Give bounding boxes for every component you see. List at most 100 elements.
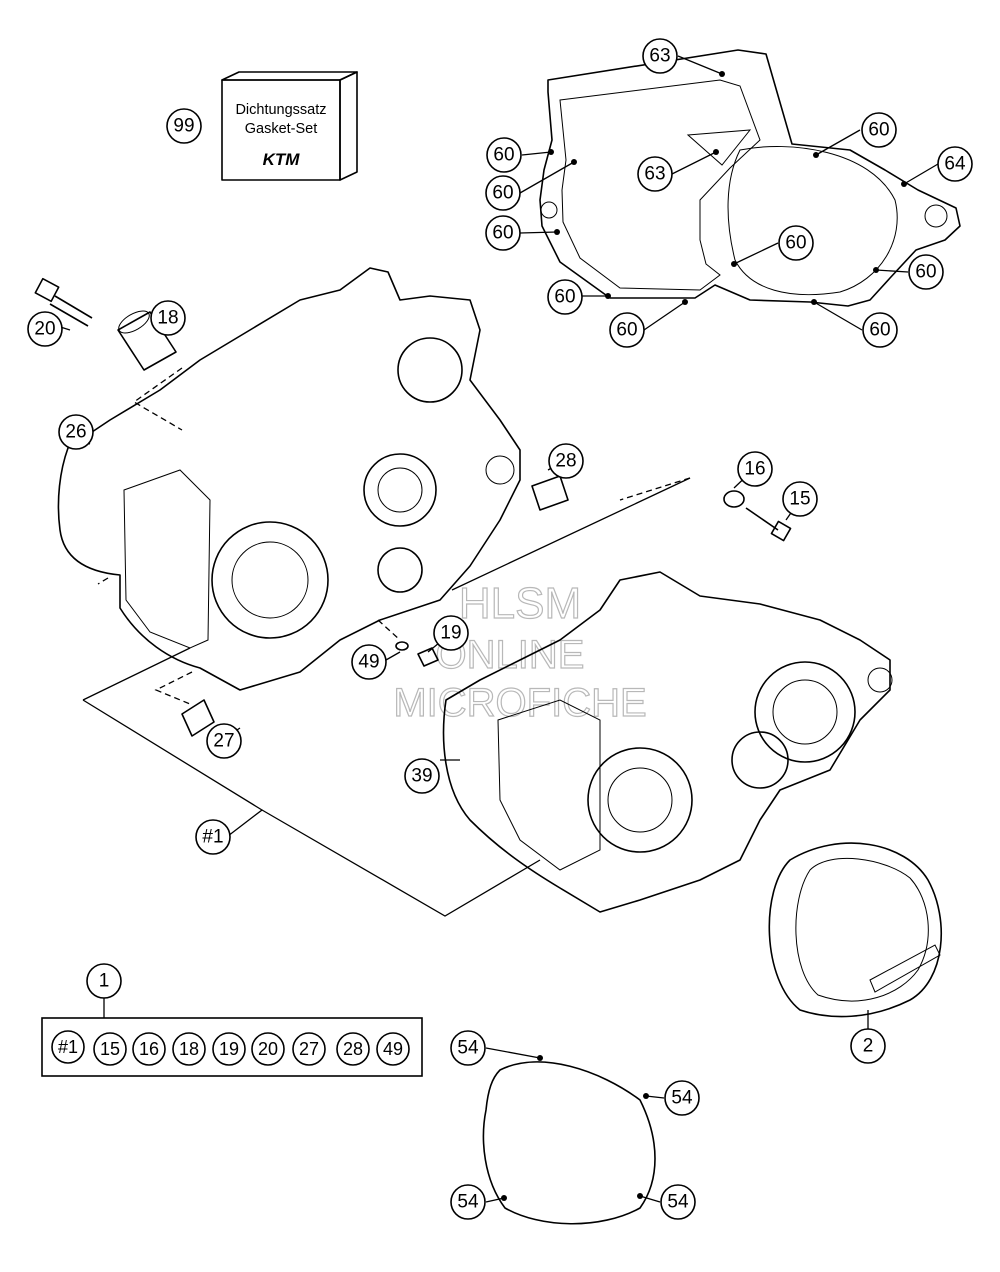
clutch-cover-gasket-drawing bbox=[539, 49, 961, 307]
svg-text:1: 1 bbox=[99, 971, 110, 992]
svg-text:#1: #1 bbox=[58, 1037, 78, 1057]
callout-54-a[interactable]: 54 bbox=[450, 1030, 486, 1066]
svg-text:54: 54 bbox=[457, 1192, 479, 1213]
callout-19[interactable]: 19 bbox=[433, 615, 469, 651]
ignition-cover-drawing bbox=[768, 842, 943, 1018]
callout-99[interactable]: 99 bbox=[166, 108, 202, 144]
callout-26[interactable]: 26 bbox=[58, 414, 94, 450]
svg-text:2: 2 bbox=[863, 1036, 874, 1057]
svg-text:54: 54 bbox=[667, 1192, 689, 1213]
callout-assembly[interactable]: #1 bbox=[195, 819, 231, 855]
svg-text:60: 60 bbox=[493, 145, 514, 166]
watermark-line-3: MICROFICHE bbox=[393, 681, 646, 725]
gasket-set-box-icon: Dichtungssatz Gasket-Set KTM bbox=[221, 71, 358, 181]
washer-16-icon bbox=[723, 490, 745, 508]
svg-text:54: 54 bbox=[671, 1088, 693, 1109]
svg-text:27: 27 bbox=[213, 731, 234, 752]
svg-text:60: 60 bbox=[785, 233, 806, 254]
kit-item-49[interactable]: 49 bbox=[376, 1032, 410, 1066]
svg-text:15: 15 bbox=[789, 489, 810, 510]
kit-item-20[interactable]: 20 bbox=[251, 1032, 285, 1066]
ktm-logo: KTM bbox=[263, 150, 301, 169]
svg-text:60: 60 bbox=[554, 287, 575, 308]
callout-1[interactable]: 1 bbox=[86, 963, 122, 999]
kit-item-19[interactable]: 19 bbox=[212, 1032, 246, 1066]
callout-16[interactable]: 16 bbox=[737, 451, 773, 487]
svg-text:60: 60 bbox=[492, 183, 513, 204]
callout-2[interactable]: 2 bbox=[850, 1028, 886, 1064]
gasket-set-label-de: Dichtungssatz bbox=[235, 102, 326, 118]
svg-text:28: 28 bbox=[555, 451, 576, 472]
callout-18[interactable]: 18 bbox=[150, 300, 186, 336]
crankcase-right-drawing bbox=[442, 571, 893, 913]
svg-text:16: 16 bbox=[139, 1039, 159, 1059]
svg-text:#1: #1 bbox=[202, 827, 223, 848]
kit-item-27[interactable]: 27 bbox=[292, 1032, 326, 1066]
kit-contents-box: #1 15 16 18 19 20 27 28 49 bbox=[41, 1017, 423, 1077]
callout-60-b[interactable]: 60 bbox=[485, 175, 521, 211]
callout-27[interactable]: 27 bbox=[206, 723, 242, 759]
svg-text:20: 20 bbox=[34, 319, 55, 340]
callout-54-b[interactable]: 54 bbox=[664, 1080, 700, 1116]
pin-19-49-icon bbox=[395, 641, 439, 667]
callout-60-i[interactable]: 60 bbox=[862, 312, 898, 348]
kit-item-15[interactable]: 15 bbox=[93, 1032, 127, 1066]
small-parts bbox=[34, 277, 792, 737]
svg-text:20: 20 bbox=[258, 1039, 278, 1059]
svg-text:26: 26 bbox=[65, 422, 86, 443]
svg-text:19: 19 bbox=[440, 623, 461, 644]
svg-text:60: 60 bbox=[869, 320, 890, 341]
svg-text:60: 60 bbox=[616, 320, 637, 341]
svg-text:15: 15 bbox=[100, 1039, 120, 1059]
svg-text:64: 64 bbox=[944, 154, 966, 175]
screw-15-icon bbox=[745, 507, 792, 542]
watermark-line-1: HLSM bbox=[459, 579, 581, 628]
callout-20[interactable]: 20 bbox=[27, 311, 63, 347]
callout-64[interactable]: 64 bbox=[937, 146, 973, 182]
svg-text:63: 63 bbox=[644, 164, 665, 185]
kit-item-28[interactable]: 28 bbox=[336, 1032, 370, 1066]
callout-63-inner[interactable]: 63 bbox=[637, 156, 673, 192]
ignition-cover-gasket-drawing bbox=[482, 1061, 656, 1225]
callout-15[interactable]: 15 bbox=[782, 481, 818, 517]
callout-60-d[interactable]: 60 bbox=[547, 279, 583, 315]
callout-28[interactable]: 28 bbox=[548, 443, 584, 479]
leader-dots bbox=[501, 71, 907, 1201]
kit-item-18[interactable]: 18 bbox=[172, 1032, 206, 1066]
callouts: 99 20 18 26 28 16 15 19 49 27 39 #1 1 2 … bbox=[27, 38, 973, 1220]
svg-text:39: 39 bbox=[411, 766, 432, 787]
callout-54-c[interactable]: 54 bbox=[450, 1184, 486, 1220]
svg-text:49: 49 bbox=[383, 1039, 403, 1059]
callout-49[interactable]: 49 bbox=[351, 644, 387, 680]
svg-text:18: 18 bbox=[179, 1039, 199, 1059]
callout-39[interactable]: 39 bbox=[404, 758, 440, 794]
callout-54-d[interactable]: 54 bbox=[660, 1184, 696, 1220]
svg-text:28: 28 bbox=[343, 1039, 363, 1059]
callout-60-g[interactable]: 60 bbox=[778, 225, 814, 261]
svg-text:60: 60 bbox=[915, 262, 936, 283]
svg-text:63: 63 bbox=[649, 46, 670, 67]
screw-icon bbox=[34, 277, 93, 327]
svg-text:54: 54 bbox=[457, 1038, 479, 1059]
callout-60-h[interactable]: 60 bbox=[908, 254, 944, 290]
kit-item-assembly[interactable]: #1 bbox=[51, 1030, 85, 1064]
dowel-sleeve-28-icon bbox=[531, 475, 569, 511]
svg-text:60: 60 bbox=[492, 223, 513, 244]
svg-text:49: 49 bbox=[358, 652, 379, 673]
svg-text:60: 60 bbox=[868, 120, 889, 141]
gasket-set-label-en: Gasket-Set bbox=[245, 121, 318, 137]
watermark: HLSM ONLINE MICROFICHE bbox=[393, 578, 648, 725]
dowel-sleeve-27-icon bbox=[181, 699, 215, 737]
kit-item-16[interactable]: 16 bbox=[132, 1032, 166, 1066]
callout-60-f[interactable]: 60 bbox=[861, 112, 897, 148]
crankcase-left-drawing bbox=[57, 267, 521, 691]
callout-63-top[interactable]: 63 bbox=[642, 38, 678, 74]
callout-60-a[interactable]: 60 bbox=[486, 137, 522, 173]
svg-text:19: 19 bbox=[219, 1039, 239, 1059]
svg-text:99: 99 bbox=[173, 116, 194, 137]
callout-60-c[interactable]: 60 bbox=[485, 215, 521, 251]
dowel-sleeve-icon bbox=[117, 310, 177, 371]
assembly-lines bbox=[97, 367, 691, 705]
callout-60-e[interactable]: 60 bbox=[609, 312, 645, 348]
